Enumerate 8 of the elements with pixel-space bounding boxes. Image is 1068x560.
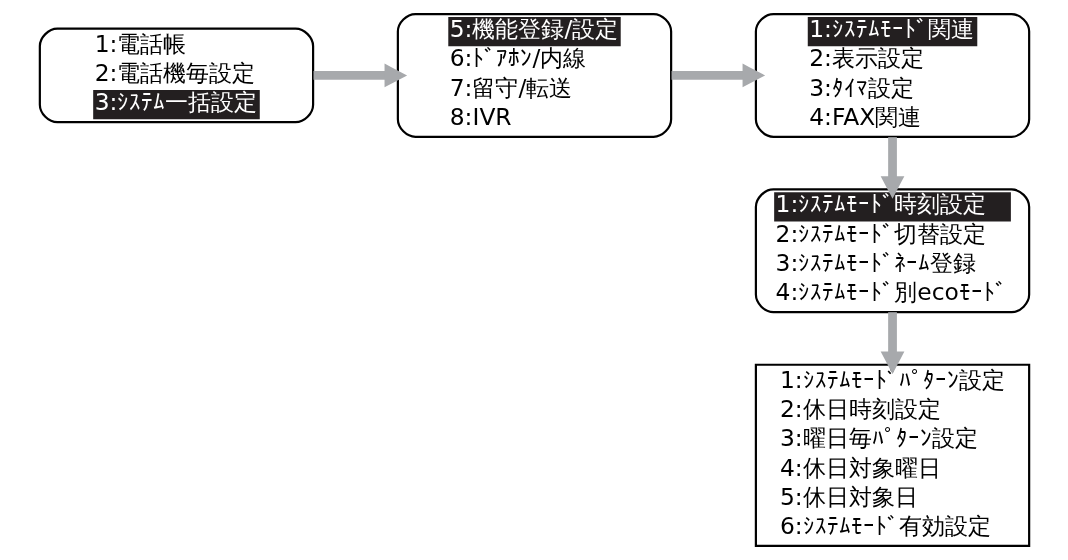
arrow xyxy=(880,312,904,375)
arrow xyxy=(671,63,765,88)
arrow xyxy=(313,63,407,88)
node-box: 5:機能登録/設定 6:ﾄﾞｱﾎﾝ/内線 7:留守/転送 8:IVR xyxy=(396,12,672,138)
arrow xyxy=(880,137,904,199)
node-box: 1:電話帳 2:電話機毎設定 3:ｼｽﾃﾑ一括設定 xyxy=(38,27,314,124)
node-box: 1:ｼｽﾃﾑﾓｰﾄﾞ時刻設定 2:ｼｽﾃﾑﾓｰﾄﾞ切替設定 3:ｼｽﾃﾑﾓｰﾄﾞﾈｰﾑ登録 4:ｼｽﾃﾑﾓｰﾄﾞ別ecoﾓｰﾄﾞ xyxy=(754,188,1030,314)
node-box: 1:ｼｽﾃﾑﾓｰﾄﾞ関連 2:表示設定 3:ﾀｲﾏ設定 4:FAX関連 xyxy=(754,12,1030,138)
